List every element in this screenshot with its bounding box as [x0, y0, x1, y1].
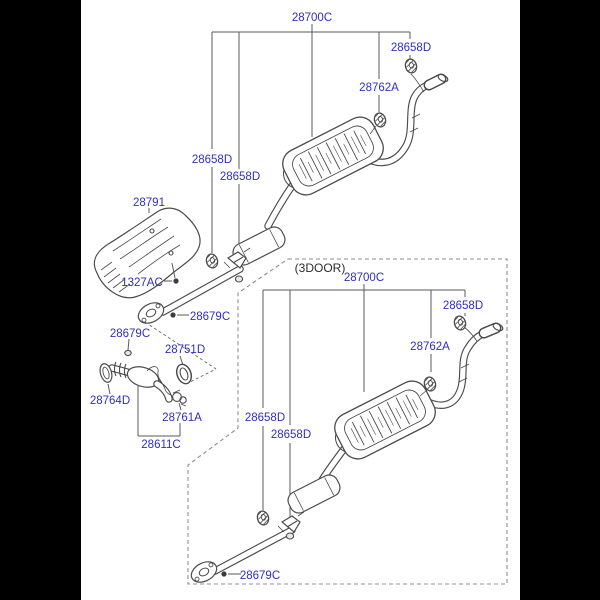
callout-rear-gasket[interactable]: 28751D	[165, 344, 205, 356]
callout-main-mid-grommet-1[interactable]: 28658D	[192, 154, 232, 166]
front-pipe-bracket-line	[137, 386, 181, 437]
inset-mid-nut-part	[285, 532, 295, 540]
callout-front-gasket[interactable]: 28764D	[90, 395, 130, 407]
callout-inset-tail-grommet[interactable]: 28658D	[443, 300, 483, 312]
inset-3door-note: (3DOOR)	[295, 261, 346, 275]
inset-3door-assembly: (3DOOR) 28700C 28658D 28762A 28658D 2865…	[187, 261, 504, 587]
callout-main-assembly[interactable]: 28700C	[292, 12, 332, 24]
callout-heat-shield[interactable]: 28791	[133, 197, 165, 209]
inset-flange-nut-part	[221, 571, 227, 577]
front-nut-part	[124, 349, 132, 357]
callout-front-nut[interactable]: 28679C	[110, 328, 150, 340]
front-pipe-assembly	[108, 361, 173, 403]
tailpipe	[361, 73, 449, 167]
inset-tailpipe	[424, 322, 504, 409]
callout-inset-tail-hanger[interactable]: 28762A	[410, 341, 450, 353]
inset-3door-frame	[187, 258, 508, 585]
callout-main-mid-grommet-2[interactable]: 28658D	[220, 171, 260, 183]
callout-inset-mid-grommet-1[interactable]: 28658D	[245, 412, 285, 424]
callout-front-hanger[interactable]: 28761A	[162, 412, 202, 424]
callout-inset-flange-nut[interactable]: 28679C	[240, 570, 280, 582]
shield-bolt-part	[173, 278, 179, 284]
main-pipe-bracket	[223, 247, 251, 269]
inset-pipe-bracket	[277, 511, 305, 533]
callout-main-tail-grommet[interactable]: 28658D	[391, 42, 431, 54]
inset-callout-lines	[262, 284, 466, 528]
callout-inset-mid-grommet-2[interactable]: 28658D	[271, 429, 311, 441]
main-assembly: 28700C 28658D 28762A 28658D 28658D 28791…	[90, 12, 449, 451]
heat-shield-part	[93, 207, 201, 299]
main-mid-nut-part	[234, 275, 244, 283]
main-flange-nut-part	[170, 312, 176, 318]
callout-inset-assembly[interactable]: 28700C	[344, 272, 384, 284]
callout-main-flange-nut[interactable]: 28679C	[190, 311, 230, 323]
callout-front-pipe[interactable]: 28611C	[141, 439, 180, 451]
front-hanger-part	[172, 389, 187, 407]
callout-shield-bolt[interactable]: 1327AC	[121, 277, 163, 289]
callout-main-tail-hanger[interactable]: 28762A	[359, 82, 399, 94]
